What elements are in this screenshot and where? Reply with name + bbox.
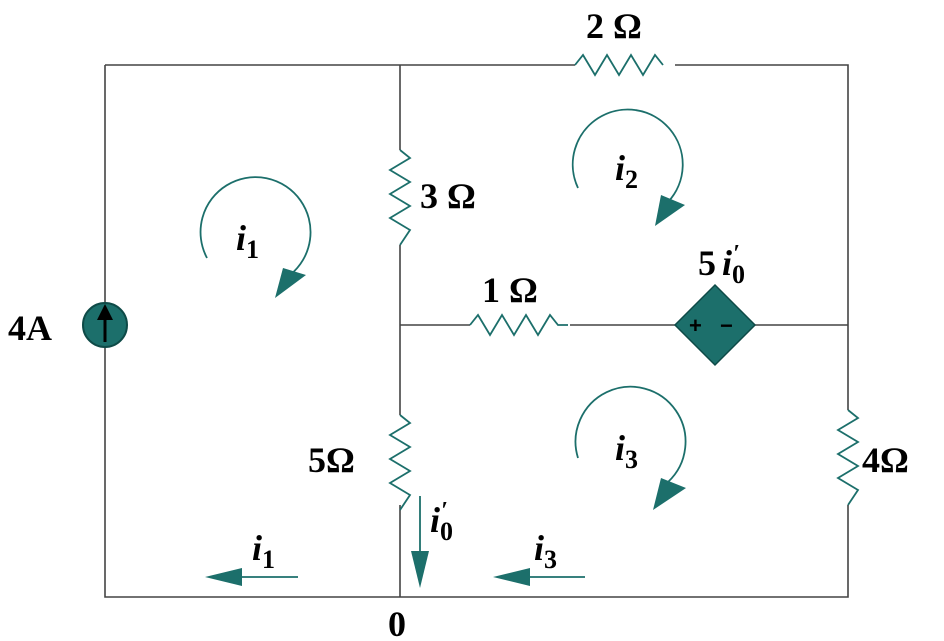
label-mesh-i1: i1 [236, 218, 259, 264]
label-3ohm: 3 Ω [420, 176, 476, 216]
wires [104, 64, 849, 598]
label-mesh-i2: i2 [615, 148, 638, 194]
arrow-head [97, 304, 113, 320]
label-mesh-i3: i3 [615, 428, 638, 474]
label-2ohm: 2 Ω [586, 6, 642, 46]
mesh-loop-i3 [574, 385, 687, 510]
prime: ′ [733, 241, 740, 267]
var: i [236, 218, 246, 258]
var: i [615, 148, 625, 188]
prime: ′ [441, 498, 448, 524]
sub: 2 [625, 165, 638, 194]
label-branch-i0: i0′ [430, 498, 453, 546]
resistor-5ohm [388, 414, 412, 511]
label-branch-i3: i3 [534, 528, 557, 574]
var: i [615, 428, 625, 468]
plus-sign: + [689, 313, 702, 338]
var: i [430, 500, 440, 540]
dependent-voltage-source: + − [673, 283, 757, 367]
branch-arrow-i3 [493, 568, 585, 586]
sub: 1 [246, 235, 259, 264]
var: i [534, 528, 544, 568]
sub: 3 [544, 545, 557, 574]
coef: 5 [698, 243, 716, 283]
resistor-4ohm [836, 409, 860, 506]
minus-sign: − [720, 313, 733, 338]
node-label-0: 0 [388, 604, 406, 641]
mesh-loop-i2 [571, 108, 685, 226]
var: i [722, 243, 732, 283]
sub: 0 [732, 260, 745, 289]
resistor-1ohm [469, 313, 568, 337]
resistor-3ohm [388, 149, 412, 246]
label-5ohm: 5Ω [308, 440, 355, 480]
label-branch-i1: i1 [252, 528, 275, 574]
sub: 1 [262, 545, 275, 574]
sub: 3 [625, 445, 638, 474]
resistor-2ohm [574, 53, 664, 77]
branch-arrow-i1 [205, 568, 298, 586]
label-1ohm: 1 Ω [482, 270, 538, 310]
sub: 0 [440, 517, 453, 546]
mesh-loop-i1 [199, 176, 312, 298]
current-source-4A [82, 302, 128, 348]
label-4ohm: 4Ω [862, 440, 909, 480]
var: i [252, 528, 262, 568]
branch-arrow-i0 [411, 496, 429, 588]
label-4A: 4A [8, 308, 52, 348]
